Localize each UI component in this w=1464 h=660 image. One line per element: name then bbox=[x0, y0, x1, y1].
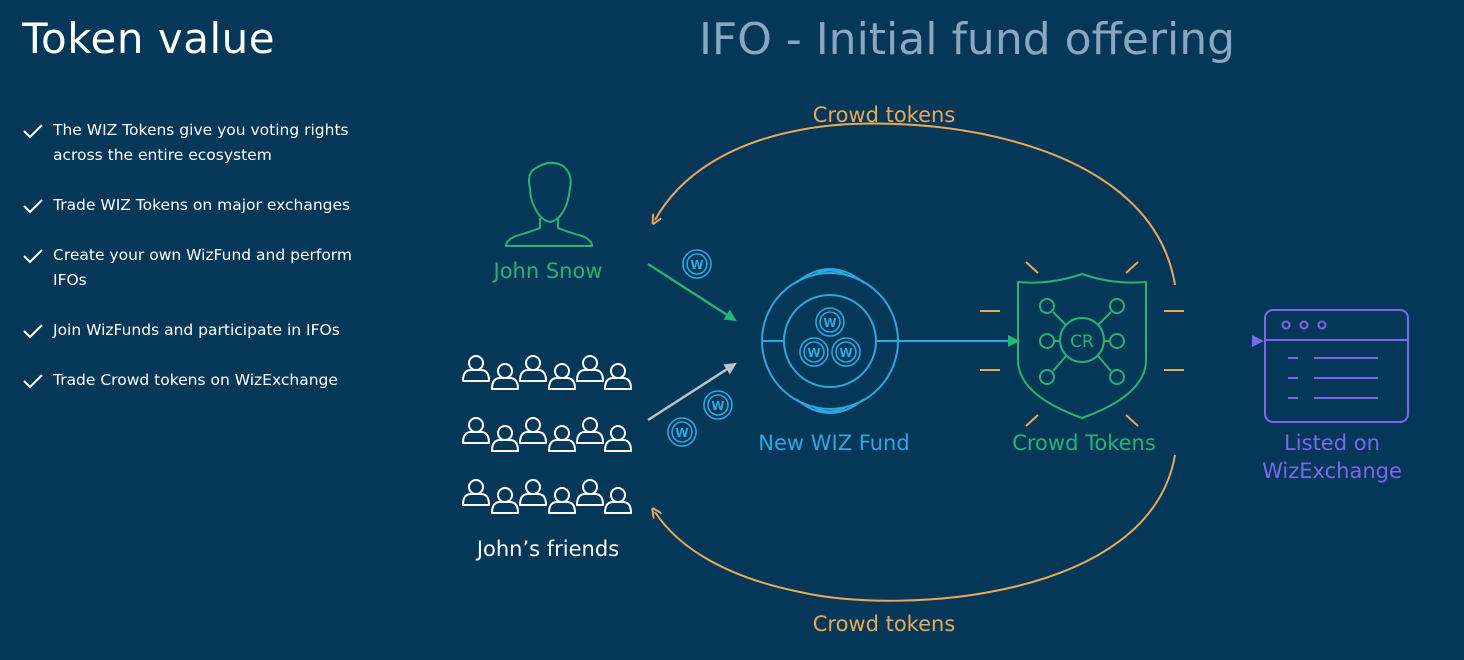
wiz-coin-icon: W bbox=[815, 307, 845, 337]
shield-icon bbox=[1017, 273, 1147, 419]
benefit-item: Trade WIZ Tokens on major exchanges bbox=[22, 193, 382, 218]
john-to-fund-arrow bbox=[647, 262, 737, 322]
wiz-coin-icon: W bbox=[703, 390, 733, 420]
svg-text:W: W bbox=[675, 426, 688, 440]
top-crowd-arrow bbox=[655, 122, 1176, 286]
listed-label-line2: WizExchange bbox=[1262, 459, 1402, 483]
benefit-text: Trade Crowd tokens on WizExchange bbox=[53, 371, 338, 389]
svg-text:W: W bbox=[690, 258, 703, 272]
svg-text:W: W bbox=[711, 399, 724, 413]
benefit-text: Join WizFunds and participate in IFOs bbox=[53, 321, 340, 339]
fund-label: New WIZ Fund bbox=[758, 431, 909, 455]
shield-text: CR bbox=[1070, 332, 1094, 352]
benefit-item: The WIZ Tokens give you voting rights ac… bbox=[22, 118, 382, 168]
checkmark-icon bbox=[23, 249, 43, 264]
checkmark-icon bbox=[23, 124, 43, 139]
wiz-coin-icon: W bbox=[831, 337, 861, 367]
shield-rays bbox=[980, 261, 1184, 427]
checkmark-icon bbox=[23, 374, 43, 389]
friends-label: John’s friends bbox=[475, 537, 619, 561]
diagram-title: IFO - Initial fund offering bbox=[698, 14, 1236, 65]
benefit-text: Create your own WizFund and perform IFOs bbox=[53, 246, 353, 289]
crowd-tokens-label: Crowd Tokens bbox=[1012, 431, 1156, 455]
wiz-coin-icon: W bbox=[799, 337, 829, 367]
svg-text:W: W bbox=[807, 346, 820, 360]
benefit-list: The WIZ Tokens give you voting rights ac… bbox=[22, 118, 382, 418]
globe-fund-icon bbox=[761, 268, 899, 414]
top-crowd-arrow-label: Crowd tokens bbox=[813, 103, 956, 127]
bottom-crowd-arrow bbox=[655, 454, 1176, 602]
bottom-crowd-arrow-label: Crowd tokens bbox=[813, 612, 956, 636]
benefit-item: Join WizFunds and participate in IFOs bbox=[22, 318, 382, 343]
checkmark-icon bbox=[23, 199, 43, 214]
john-snow-label: John Snow bbox=[492, 259, 603, 283]
benefit-text: The WIZ Tokens give you voting rights ac… bbox=[53, 121, 349, 164]
wiz-coin-icon: W bbox=[667, 417, 697, 447]
wiz-coin-icon: W bbox=[682, 249, 712, 279]
friends-to-fund-arrow bbox=[647, 362, 737, 422]
john-snow-icon bbox=[505, 161, 593, 247]
page-title: Token value bbox=[22, 14, 276, 63]
benefit-text: Trade WIZ Tokens on major exchanges bbox=[53, 196, 351, 214]
checkmark-icon bbox=[23, 324, 43, 339]
listed-label-line1: Listed on bbox=[1284, 431, 1380, 455]
friends-icon bbox=[462, 355, 632, 514]
svg-text:W: W bbox=[823, 316, 836, 330]
browser-window-icon bbox=[1264, 309, 1409, 423]
benefit-item: Create your own WizFund and perform IFOs bbox=[22, 243, 382, 293]
benefit-item: Trade Crowd tokens on WizExchange bbox=[22, 368, 382, 393]
svg-text:W: W bbox=[839, 346, 852, 360]
